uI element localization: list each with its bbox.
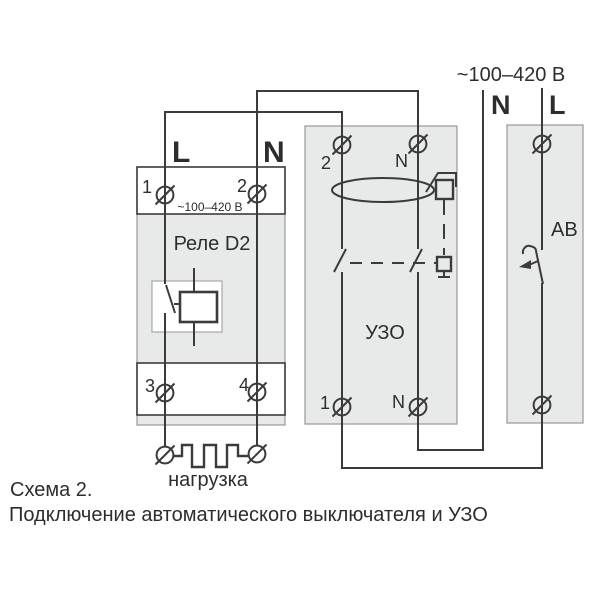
load-terminal-left-icon <box>154 444 176 466</box>
load-symbol <box>174 443 248 469</box>
rcd-trip-element <box>435 255 453 273</box>
supply-voltage-label: ~100–420 В <box>457 64 565 86</box>
rcd-contact-blade-right <box>409 248 423 273</box>
caption-title: Схема 2. <box>10 479 92 501</box>
rcd-terminal-n-bottom-label: N <box>392 392 405 412</box>
wire-phase-relay-to-rcd <box>164 111 343 284</box>
supply-neutral-label: N <box>491 90 511 120</box>
rcd-terminal-n-top-label: N <box>395 151 408 171</box>
relay-title: Реле D2 <box>174 233 251 255</box>
load-terminal-right-icon <box>246 443 268 465</box>
wire-neutral-relay-to-rcd <box>256 90 419 445</box>
relay-bottom-terminal-strip <box>136 362 286 416</box>
rcd-terminal-2-label: 2 <box>321 153 331 173</box>
rcd-transformer-lead <box>425 172 457 193</box>
relay-neutral-label: N <box>263 136 285 169</box>
breaker-body <box>506 124 584 424</box>
rcd-contact-blade-left <box>333 248 347 273</box>
wire-rcd-terminal1-to-breaker <box>341 272 543 469</box>
relay-phase-label: L <box>172 136 190 169</box>
supply-phase-label: L <box>549 90 566 120</box>
load-label: нагрузка <box>168 469 249 491</box>
relay-terminal-3-label: 3 <box>145 376 155 396</box>
wire-neutral-supply <box>417 90 484 451</box>
relay-contact-blade <box>165 284 176 314</box>
relay-coil <box>178 290 219 324</box>
relay-voltage-label: ~100–420 В <box>177 200 242 214</box>
rcd-current-transformer <box>331 177 435 203</box>
rcd-body <box>304 125 458 425</box>
breaker-latch-hook <box>521 244 537 255</box>
rcd-terminal-1-label: 1 <box>320 393 330 413</box>
breaker-contact-blade <box>535 250 544 285</box>
breaker-title: АВ <box>551 219 578 241</box>
relay-terminal-2-label: 2 <box>237 176 247 196</box>
relay-terminal-4-label: 4 <box>239 375 249 395</box>
rcd-title: УЗО <box>365 322 405 344</box>
rcd-test-element <box>434 178 455 201</box>
caption-subtitle: Подключение автоматического выключателя … <box>9 504 488 526</box>
breaker-release-arrow-icon <box>519 260 531 269</box>
relay-terminal-1-label: 1 <box>142 177 152 197</box>
